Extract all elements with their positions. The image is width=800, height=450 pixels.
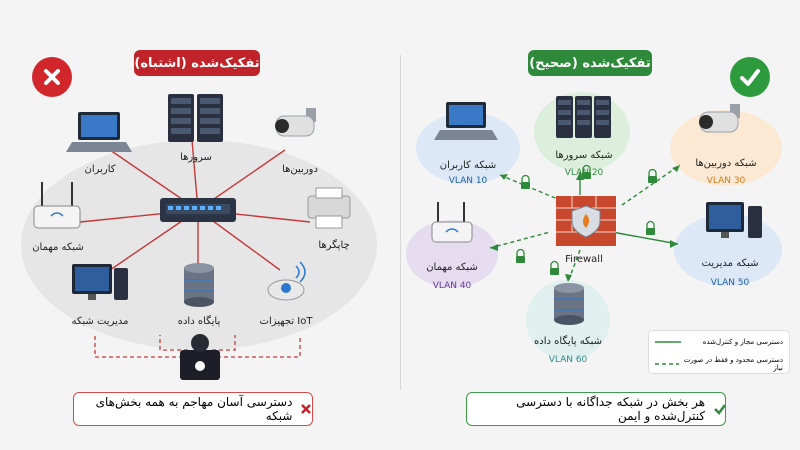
firewall-icon: [556, 196, 616, 246]
cross-icon: [301, 404, 312, 414]
segmented-network-panel: Firewall شبکه کاربران VLAN 10 شبکه سروره…: [400, 0, 800, 450]
label-cameras: دوربین‌ها: [282, 164, 318, 175]
vlan-db: VLAN 60: [549, 355, 588, 365]
server-rack-icon: [168, 94, 223, 142]
network-switch-icon: [160, 198, 236, 222]
wifi-router-icon: [431, 202, 473, 243]
label-guest: شبکه مهمان: [32, 242, 84, 253]
right-summary-box: هر بخش در شبکه جداگانه با دسترسی کنترل‌ش…: [466, 392, 726, 426]
iot-device-icon: [267, 261, 306, 301]
vlan-servers: VLAN 20: [565, 168, 604, 178]
wrong-icon: [32, 57, 72, 97]
vlan-cameras: VLAN 30: [707, 176, 746, 186]
left-summary-box: دسترسی آسان مهاجم به همه بخش‌های شبکه: [73, 392, 313, 426]
left-panel-title: تفکیک‌شده (اشتباه): [134, 50, 260, 76]
legend: دسترسی مجاز و کنترل‌شده دسترسی محدود و ف…: [648, 330, 790, 374]
desktop-computer-icon: [72, 264, 128, 300]
database-icon: [554, 283, 584, 325]
right-panel-title: تفکیک‌شده (صحیح): [528, 50, 652, 76]
label-cameras: شبکه دوربین‌ها: [695, 158, 756, 169]
label-servers: شبکه سرورها: [555, 150, 612, 161]
checkmark-icon: [714, 404, 725, 415]
server-rack-icon: [556, 96, 611, 138]
legend-dashed-line: [655, 363, 679, 365]
wifi-router-icon: [33, 182, 81, 229]
hacker-icon: [180, 334, 220, 380]
label-printers: چاپگرها: [318, 239, 349, 251]
flat-network-diagram: کاربران سرورها دوربین‌ها شبکه: [21, 94, 377, 380]
legend-solid: دسترسی مجاز و کنترل‌شده: [655, 338, 783, 346]
vlan-users: VLAN 10: [449, 176, 488, 186]
security-camera-icon: [275, 108, 316, 137]
security-camera-icon: [699, 104, 740, 133]
panel-divider: [400, 55, 401, 390]
database-icon: [184, 263, 214, 307]
label-firewall: Firewall: [565, 254, 603, 265]
vlan-guest: VLAN 40: [433, 281, 472, 291]
check-icon: [730, 57, 770, 97]
segmented-network-diagram: Firewall شبکه کاربران VLAN 10 شبکه سروره…: [406, 92, 782, 365]
label-db: پایگاه داده: [178, 315, 221, 327]
flat-network-panel: کاربران سرورها دوربین‌ها شبکه: [21, 50, 377, 426]
lock-icon: [516, 164, 657, 275]
laptop-icon: [434, 102, 498, 140]
label-users: کاربران: [84, 164, 115, 175]
legend-dashed: دسترسی محدود و فقط در صورت نیاز: [655, 356, 783, 372]
label-db: شبکه پایگاه داده: [534, 335, 602, 347]
zone-cameras: [670, 110, 782, 186]
laptop-icon: [66, 112, 132, 152]
left-summary-text: دسترسی آسان مهاجم به همه بخش‌های شبکه: [95, 395, 293, 423]
vlan-mgmt: VLAN 50: [711, 278, 750, 288]
printer-icon: [307, 187, 351, 229]
label-users: شبکه کاربران: [440, 160, 497, 171]
right-summary-text: هر بخش در شبکه جداگانه با دسترسی کنترل‌ش…: [516, 395, 706, 423]
legend-solid-line: [655, 341, 681, 343]
label-iot: تجهیزات IoT: [260, 316, 314, 327]
label-mgmt: مدیریت شبکه: [72, 316, 129, 327]
label-mgmt: شبکه مدیریت: [702, 258, 759, 269]
label-servers: سرورها: [180, 152, 212, 163]
zone-guest: [406, 220, 498, 288]
desktop-computer-icon: [706, 202, 762, 238]
attacker-paths: [94, 335, 301, 358]
label-guest: شبکه مهمان: [426, 262, 478, 273]
